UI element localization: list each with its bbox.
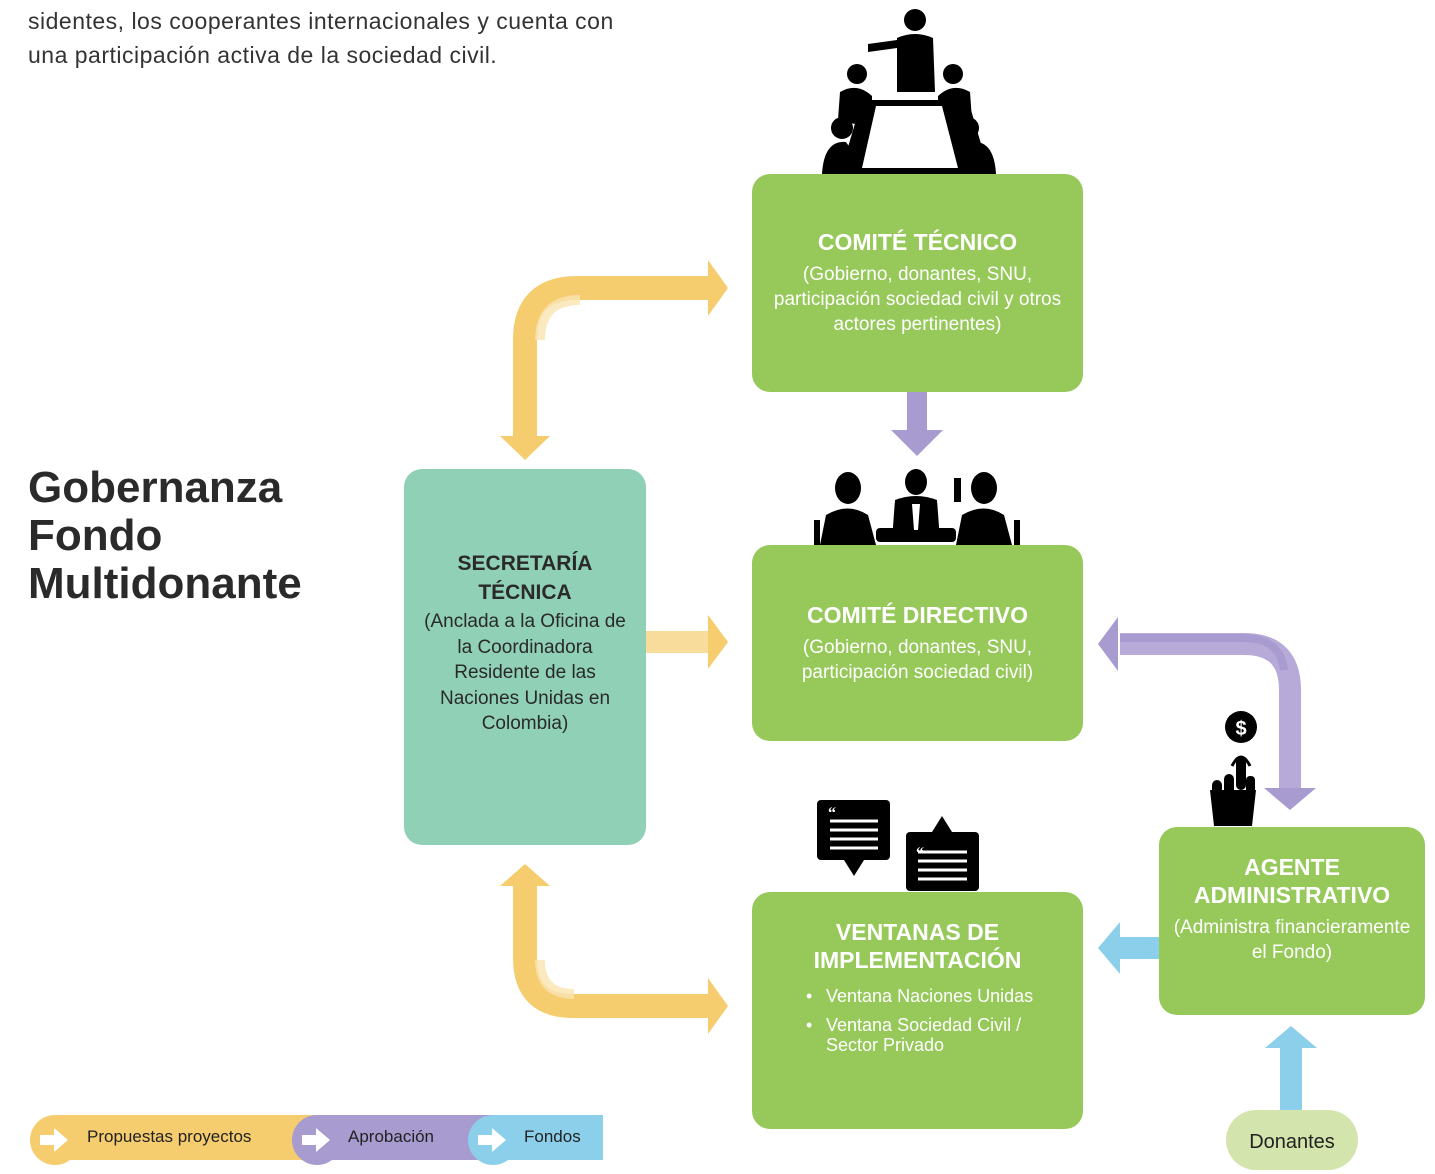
node-comite-tecnico: COMITÉ TÉCNICO (Gobierno, donantes, SNU,… (752, 174, 1083, 392)
legend-label: Propuestas proyectos (87, 1127, 252, 1146)
arrowhead-left (1098, 617, 1118, 671)
svg-text:“: “ (916, 845, 924, 862)
page-title: Gobernanza Fondo Multidonante (28, 464, 302, 608)
arrowhead-down (891, 430, 943, 456)
arrow-shade (1120, 634, 1288, 671)
legend-swatch (317, 1115, 492, 1160)
arrow-secretaria-ventanas (500, 864, 728, 1034)
legend-label: Aprobación (348, 1127, 435, 1146)
legend-item-aprobacion: Aprobación (292, 1115, 492, 1165)
arrow-shaft (1118, 937, 1159, 959)
node-description: (Administra financieramente el Fondo) (1173, 917, 1411, 963)
arrow-highlight (535, 959, 575, 999)
meeting-table-icon (822, 9, 996, 174)
list-item: Ventana Naciones Unidas (806, 986, 1065, 1006)
node-secretaria-tecnica: SECRETARÍA TÉCNICA (Anclada a la Oficina… (404, 469, 646, 845)
node-title: AGENTE ADMINISTRATIVO (1193, 854, 1391, 908)
svg-text:$: $ (1235, 718, 1246, 740)
arrowhead-right (708, 978, 728, 1034)
arrow-shaft (1280, 1046, 1302, 1112)
arrow-shaft (646, 631, 710, 653)
arrowhead-up (500, 864, 550, 886)
arrow-tecnico-directivo (891, 392, 943, 456)
arrowhead-down (500, 436, 550, 460)
legend-item-propuestas: Propuestas proyectos (30, 1115, 330, 1165)
legend-swatch (55, 1115, 330, 1160)
title-line-3: Multidonante (28, 559, 302, 608)
arrow-shaft (1120, 633, 1301, 790)
ventanas-list: Ventana Naciones Unidas Ventana Sociedad… (770, 986, 1065, 1055)
node-description: (Gobierno, donantes, SNU, participación … (773, 264, 1062, 335)
intro-line-1: sidentes, los cooperantes internacionale… (28, 8, 614, 34)
arrowhead-right (708, 615, 728, 669)
arrow-secretaria-comite-directivo (646, 615, 728, 669)
node-title: VENTANAS DE IMPLEMENTACIÓN (813, 919, 1022, 973)
arrow-right-icon (302, 1128, 330, 1152)
list-item: Ventana Sociedad Civil / Sector Privado (806, 1015, 1065, 1055)
intro-text: sidentes, los cooperantes internacionale… (28, 4, 728, 72)
speech-bubble-icon-2: “ (906, 816, 979, 891)
arrow-agente-directivo (1098, 617, 1316, 810)
node-ventanas-implementacion: VENTANAS DE IMPLEMENTACIÓN Ventana Nacio… (752, 892, 1083, 1129)
legend-label: Fondos (524, 1127, 581, 1146)
legend-item-fondos: Fondos (468, 1115, 603, 1165)
node-title: SECRETARÍA TÉCNICA (457, 552, 593, 604)
arrowhead-up (1265, 1026, 1317, 1048)
node-comite-directivo: COMITÉ DIRECTIVO (Gobierno, donantes, SN… (752, 545, 1083, 741)
arrow-right-icon (478, 1128, 506, 1152)
intro-line-2: una participación activa de la sociedad … (28, 42, 498, 68)
arrow-shaft (513, 884, 712, 1018)
node-title: COMITÉ DIRECTIVO (806, 602, 1029, 628)
title-line-2: Fondo (28, 511, 163, 560)
arrow-shaft (513, 276, 712, 438)
speech-bubble-icon: “ (817, 800, 890, 876)
arrow-secretaria-comite-tecnico (500, 260, 728, 460)
arrowhead-right (708, 260, 728, 316)
arrow-agente-ventanas (1098, 922, 1159, 974)
svg-text:“: “ (828, 805, 836, 822)
node-title: COMITÉ TÉCNICO (817, 229, 1018, 255)
node-donantes: Donantes (1226, 1110, 1358, 1170)
arrow-shaft (907, 392, 927, 432)
arrowhead-down (1264, 788, 1316, 810)
title-line-1: Gobernanza (28, 463, 283, 512)
arrow-donantes-agente (1265, 1026, 1317, 1112)
arrow-highlight (535, 295, 581, 341)
node-description: (Gobierno, donantes, SNU, participación … (801, 637, 1034, 683)
arrow-right-icon (40, 1128, 68, 1152)
board-meeting-icon (814, 469, 1020, 545)
node-agente-administrativo: AGENTE ADMINISTRATIVO (Administra financ… (1159, 827, 1425, 1015)
dollar-touch-icon: $ (1210, 711, 1257, 826)
arrowhead-left (1098, 922, 1120, 974)
node-description: (Anclada a la Oficina de la Coordinadora… (424, 611, 626, 734)
